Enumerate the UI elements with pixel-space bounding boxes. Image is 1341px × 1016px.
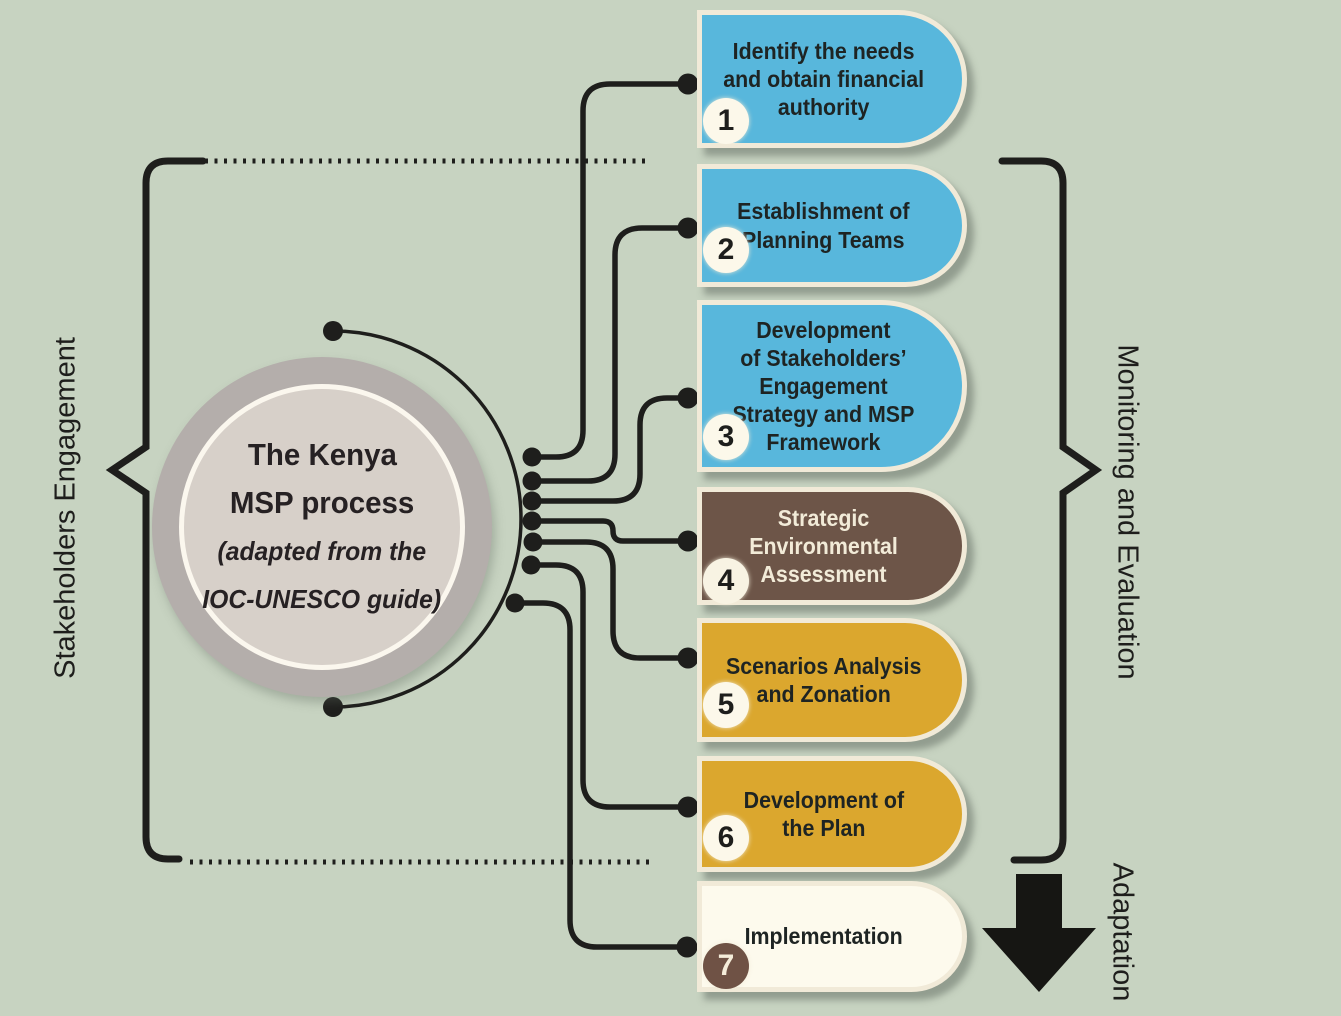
step-5-number-badge: 5 xyxy=(703,682,749,728)
arc-bottom-dot xyxy=(323,697,343,717)
center-title-line2: MSP process xyxy=(229,484,415,520)
step-4-label: Strategic Environmental Assessment xyxy=(749,504,898,588)
connector-step-4 xyxy=(529,518,691,544)
engagement-arc xyxy=(323,321,523,717)
step-1-number-badge: 1 xyxy=(703,98,749,144)
step-2-planning-teams: Establishment of Planning Teams 2 xyxy=(697,164,967,287)
left-bracket xyxy=(105,157,207,863)
step-2-number-badge: 2 xyxy=(703,227,749,273)
adaptation-arrow-icon xyxy=(982,874,1096,992)
step-6-number-badge: 6 xyxy=(703,815,749,861)
step-2-label: Establishment of Planning Teams xyxy=(737,198,910,253)
step-5-label: Scenarios Analysis and Zonation xyxy=(725,652,922,707)
label-stakeholders-engagement: Stakeholders Engagement xyxy=(49,337,82,679)
connector-step-3 xyxy=(529,395,691,504)
step-3-stakeholders-strategy: Development of Stakeholders’ Engagement … xyxy=(697,300,967,472)
step-3-number-badge: 3 xyxy=(703,414,749,460)
center-title-line1: The Kenya xyxy=(247,436,397,472)
center-circle-inner: The Kenya MSP process (adapted from the … xyxy=(179,384,465,670)
connector-step-2 xyxy=(529,225,691,484)
step-7-implementation: Implementation 7 xyxy=(697,881,967,992)
step-1-identify-needs: Identify the needs and obtain financial … xyxy=(697,10,967,148)
center-circle: The Kenya MSP process (adapted from the … xyxy=(152,357,492,697)
step-1-label: Identify the needs and obtain financial … xyxy=(723,37,925,121)
label-monitoring-evaluation: Monitoring and Evaluation xyxy=(1111,344,1144,680)
label-adaptation: Adaptation xyxy=(1106,862,1139,1002)
step-7-number-badge: 7 xyxy=(703,943,749,989)
connector-dots xyxy=(505,73,699,958)
connector-step-6 xyxy=(528,562,691,810)
step-5-scenarios-zonation: Scenarios Analysis and Zonation 5 xyxy=(697,618,967,742)
connector-step-1 xyxy=(529,81,691,460)
center-subtitle-line1: (adapted from the xyxy=(217,535,427,566)
center-subtitle-line2: IOC-UNESCO guide) xyxy=(202,584,442,615)
step-4-sea: Strategic Environmental Assessment 4 xyxy=(697,487,967,605)
connector-step-7 xyxy=(512,600,690,950)
step-7-label: Implementation xyxy=(744,923,903,950)
right-bracket xyxy=(998,157,1103,864)
step-3-label: Development of Stakeholders’ Engagement … xyxy=(732,316,915,456)
connector-step-5 xyxy=(530,539,691,661)
arc-top-dot xyxy=(323,321,343,341)
step-4-number-badge: 4 xyxy=(703,558,749,604)
step-6-label: Development of the Plan xyxy=(743,786,904,841)
step-6-development-plan: Development of the Plan 6 xyxy=(697,756,967,872)
